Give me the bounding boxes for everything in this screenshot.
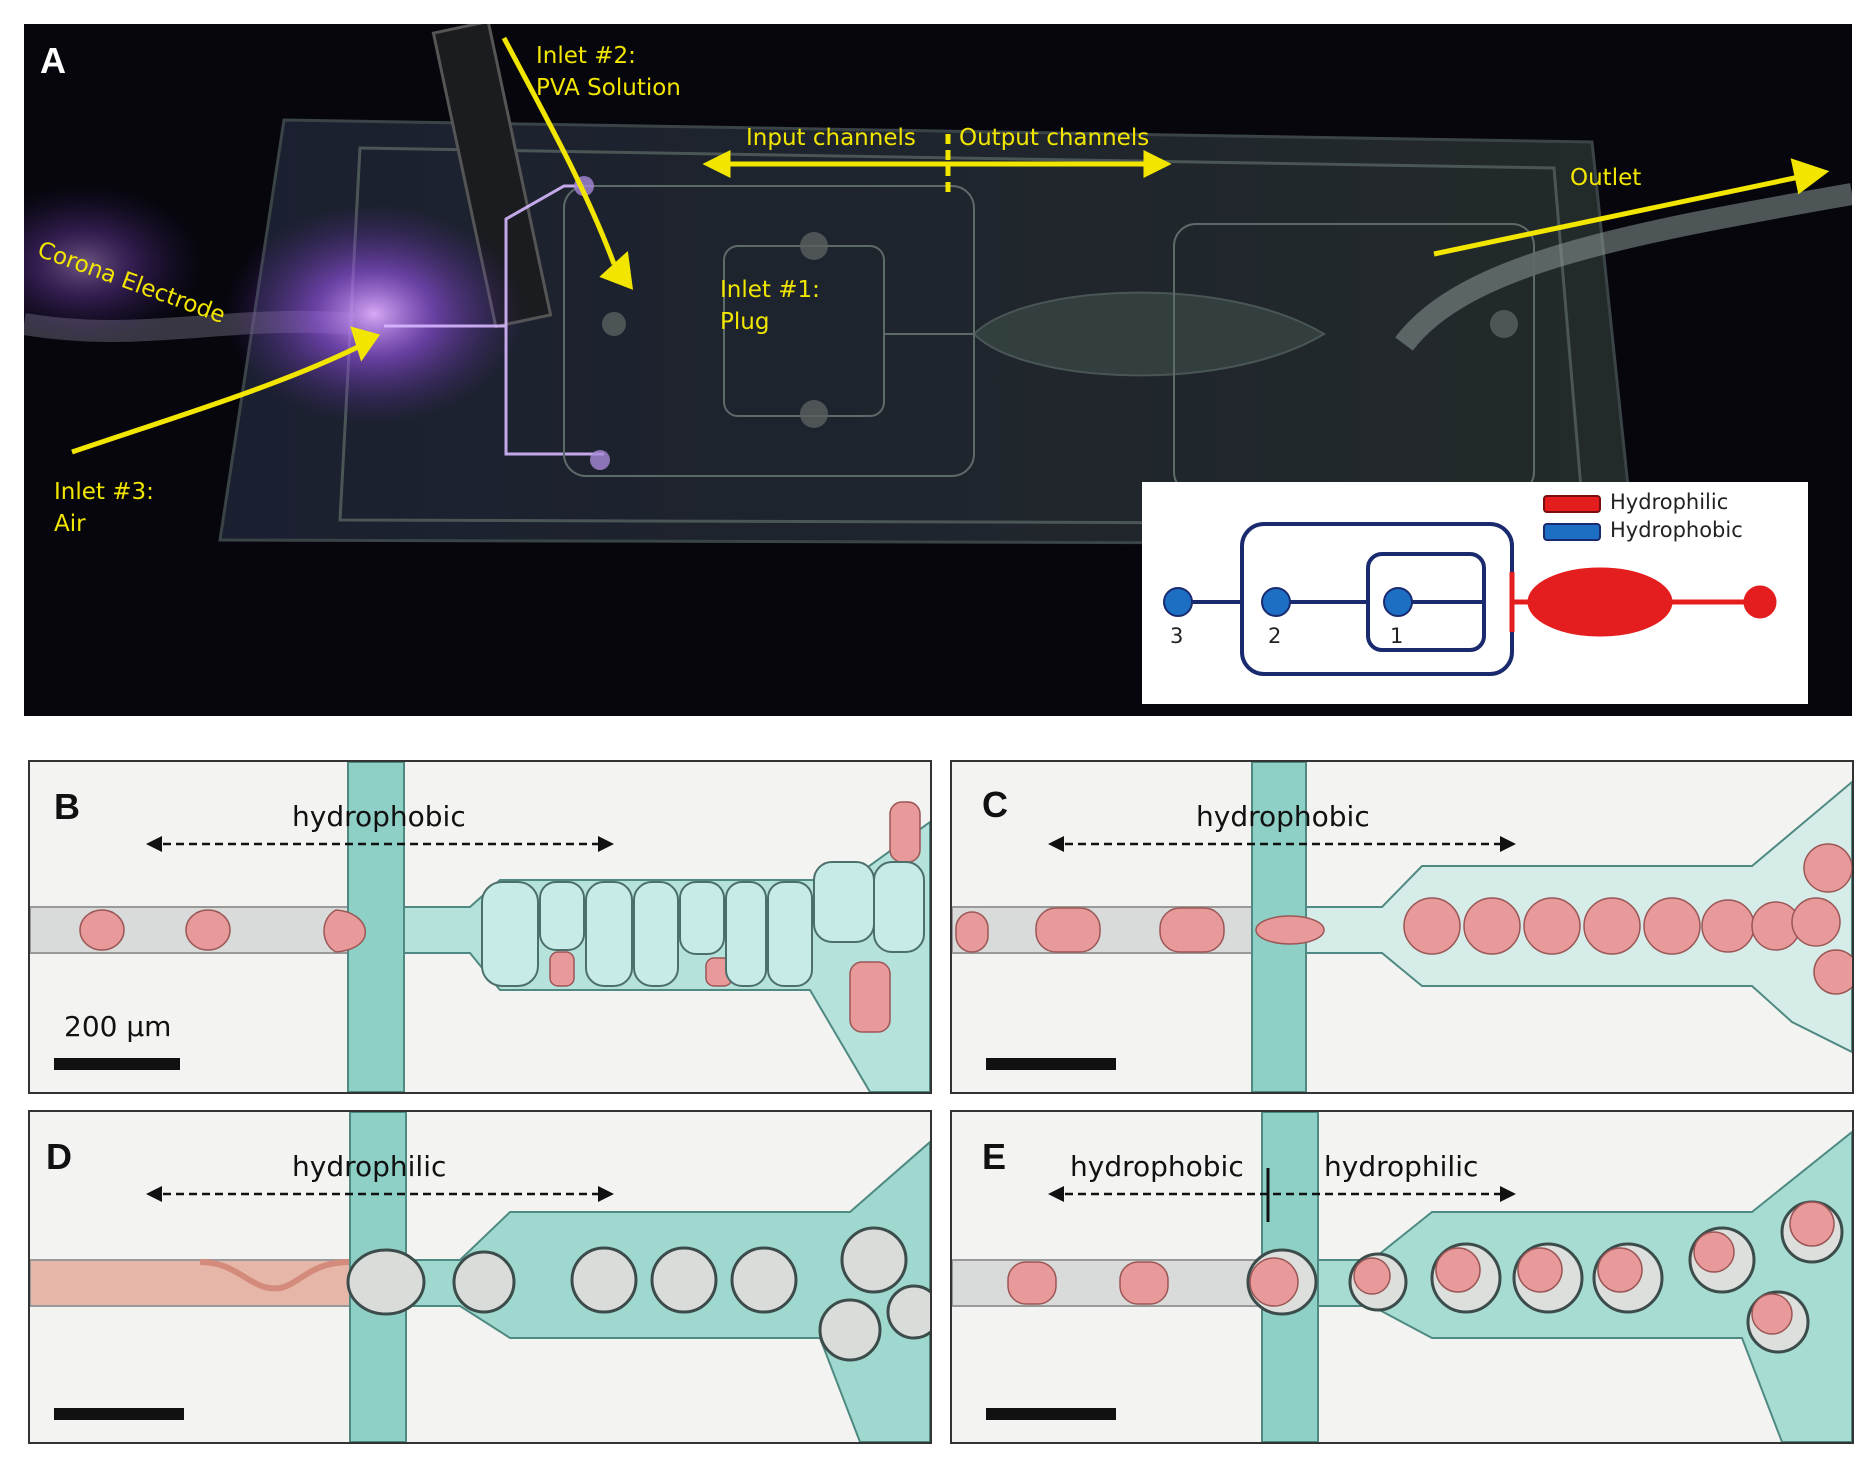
port-2-label: 2 (1268, 624, 1282, 648)
label-input-channels: Input channels (746, 125, 916, 151)
scale-bar (986, 1408, 1116, 1420)
droplets (955, 843, 1852, 995)
inlet-channel (30, 1259, 351, 1307)
scale-bar (986, 1058, 1116, 1070)
scale-bar-label: 200 µm (64, 1010, 172, 1043)
panel-d-letter: D (46, 1136, 72, 1177)
label-inlet3: Inlet #3: Air (54, 476, 154, 540)
panel-c-image (952, 762, 1852, 1092)
panel-a-letter: A (40, 40, 66, 81)
schematic-diagram (1163, 495, 1777, 676)
label-inlet1-line2: Plug (720, 309, 770, 335)
annotation-arrows (71, 36, 1830, 455)
label-output-channels: Output channels (959, 125, 1150, 151)
panel-d: D hydrophilic (28, 1110, 932, 1444)
label-inlet2-line1: Inlet #2: (536, 43, 636, 69)
scale-bar (54, 1408, 184, 1420)
inner-droplets (1249, 1201, 1835, 1335)
arrow-inlet2 (501, 36, 617, 265)
panel-d-label: hydrophilic (292, 1150, 447, 1183)
corona-glow (224, 204, 524, 424)
panel-b: B hydrophobic 200 µm (28, 760, 932, 1094)
port-2-icon (1261, 587, 1291, 617)
bubbles (481, 861, 925, 987)
port-circles (574, 176, 1518, 470)
port-3-label: 3 (1170, 624, 1184, 648)
label-inlet1-line1: Inlet #1: (720, 277, 820, 303)
legend-hydrophobic: Hydrophobic (1610, 518, 1743, 542)
arrow-inlet3 (71, 341, 366, 455)
panel-e-image (952, 1112, 1852, 1442)
label-inlet2: Inlet #2: PVA Solution (536, 40, 681, 104)
glowing-channels (384, 184, 604, 456)
label-outlet: Outlet (1570, 165, 1642, 191)
panel-e: E hydrophobic hydrophilic (950, 1110, 1854, 1444)
schematic-inset: Hydrophilic Hydrophobic 3 2 1 (1142, 482, 1808, 704)
panel-e-letter: E (982, 1136, 1007, 1177)
port-1-label: 1 (1390, 624, 1404, 648)
hydrophilic-swatch (1543, 495, 1601, 513)
scale-bar (54, 1058, 180, 1070)
arrow-outlet (1433, 173, 1805, 257)
label-inlet1: Inlet #1: Plug (720, 274, 820, 338)
panel-a-photo (24, 24, 1852, 546)
port-1-icon (1383, 587, 1413, 617)
label-inlet3-line2: Air (54, 511, 86, 537)
panel-c-label: hydrophobic (1196, 800, 1370, 833)
panel-b-label: hydrophobic (292, 800, 466, 833)
chamber (1527, 567, 1673, 637)
panel-b-letter: B (54, 786, 80, 827)
panel-c: C hydrophobic (950, 760, 1854, 1094)
panel-d-image (30, 1112, 930, 1442)
panel-a: A Inlet #2: PVA Solution Input channels … (24, 24, 1852, 716)
outlet-port-icon (1743, 585, 1777, 619)
label-inlet2-line2: PVA Solution (536, 75, 681, 101)
bubbles (346, 1226, 930, 1362)
legend-hydrophilic: Hydrophilic (1610, 490, 1729, 514)
hydrophobic-swatch (1543, 523, 1601, 541)
port-3-icon (1163, 587, 1193, 617)
corona-glow-left (24, 184, 204, 344)
panel-e-label-right: hydrophilic (1324, 1150, 1479, 1183)
panel-e-label-left: hydrophobic (1070, 1150, 1244, 1183)
panel-b-image (30, 762, 930, 1092)
input-channel-outlines (563, 185, 1535, 495)
label-inlet3-line1: Inlet #3: (54, 479, 154, 505)
droplets (1007, 1261, 1169, 1305)
panel-c-letter: C (982, 784, 1008, 825)
inlet-channel (952, 1259, 1265, 1307)
outlet-tube (1395, 183, 1852, 351)
